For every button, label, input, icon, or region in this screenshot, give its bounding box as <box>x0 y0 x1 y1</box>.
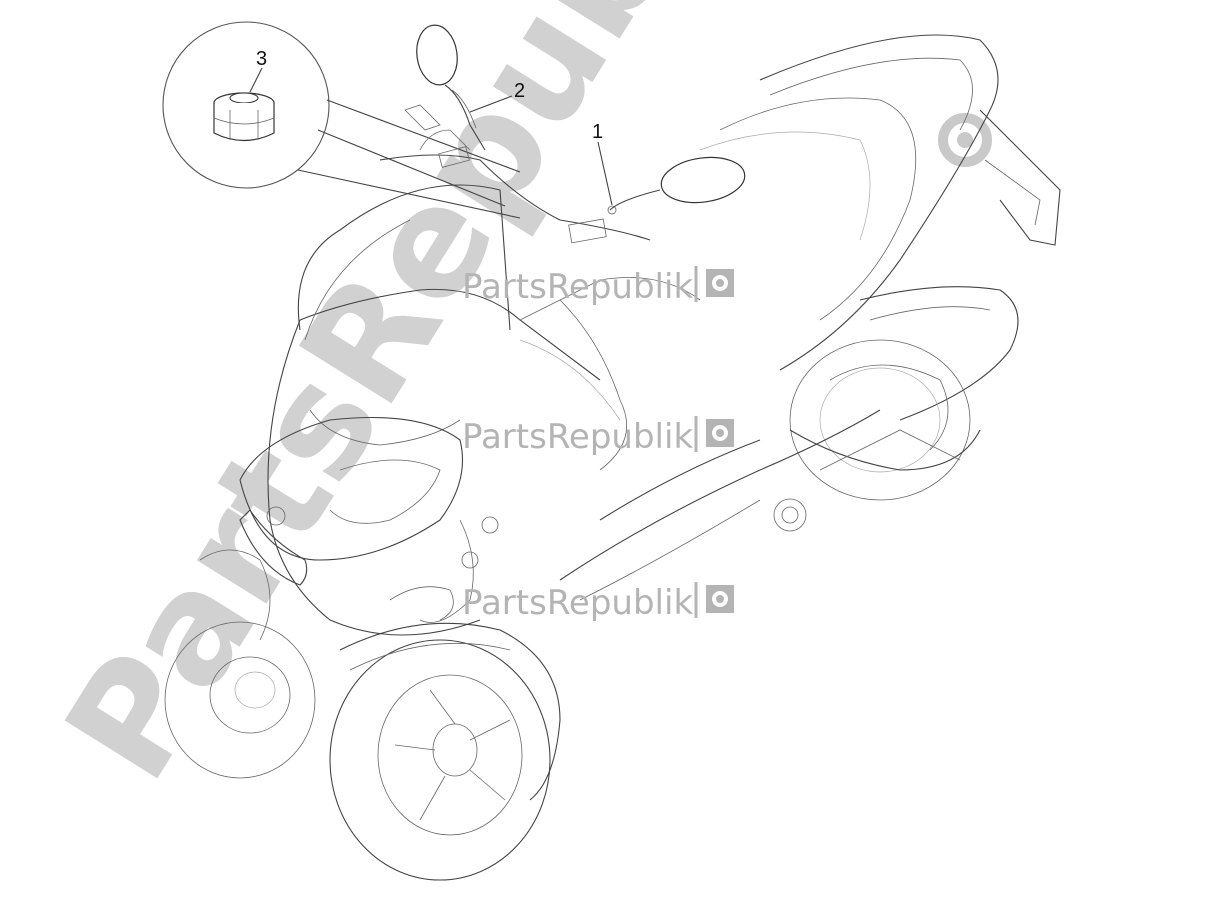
watermark-text: PartsRepublik <box>462 267 693 307</box>
callout-2[interactable]: 2 <box>514 80 525 102</box>
callout-1[interactable]: 1 <box>592 121 603 143</box>
mirror-right-icon <box>607 156 746 215</box>
callout-leaders <box>249 67 613 206</box>
gear-flag-icon <box>706 419 734 447</box>
detail-inset <box>162 21 521 219</box>
big-watermark-text: PartsRepublik <box>33 0 809 809</box>
watermark-text: PartsRepublik <box>462 583 693 623</box>
watermark-row-1: PartsRepublik <box>462 266 734 307</box>
big-watermark: PartsRepublik <box>33 0 809 809</box>
scooter-drawing <box>164 24 1061 881</box>
big-watermark-gear-icon <box>938 113 992 167</box>
watermark-row-2: PartsRepublik <box>462 416 734 457</box>
gear-flag-icon <box>706 585 734 613</box>
mirror-left-icon <box>416 24 486 151</box>
watermark-row-3: PartsRepublik <box>462 582 734 623</box>
watermark-text: PartsRepublik <box>462 417 693 457</box>
gear-flag-icon <box>706 269 734 297</box>
nut-icon <box>213 92 275 142</box>
callout-3[interactable]: 3 <box>256 48 267 70</box>
